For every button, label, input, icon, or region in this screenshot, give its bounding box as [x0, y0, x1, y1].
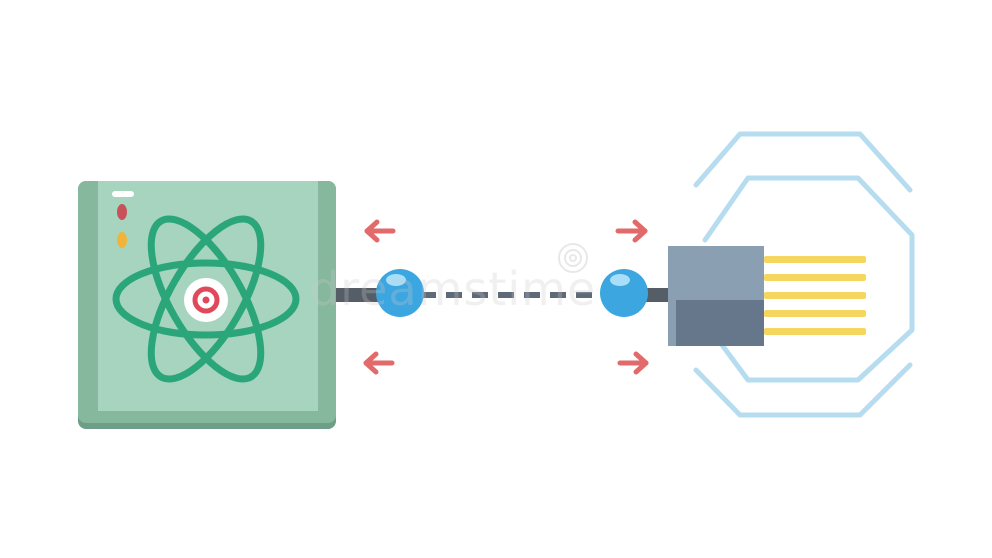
plug-connector-icon	[668, 246, 866, 346]
watermark-logo-icon	[558, 243, 588, 273]
outer-octagon-top	[693, 131, 913, 193]
outer-octagon-bottom	[693, 362, 913, 418]
plug-pins	[764, 256, 866, 335]
led-white-indicator	[112, 191, 134, 197]
plug-body-bottom	[672, 300, 764, 346]
led-yellow-indicator	[117, 232, 127, 248]
right-cable	[640, 288, 674, 302]
left-connector-ball-icon	[376, 269, 424, 317]
eye-icon	[184, 278, 228, 322]
arrow-left-bottom-icon	[363, 351, 395, 375]
arrow-right-bottom-icon	[617, 351, 649, 375]
plug-body-top	[672, 246, 764, 300]
atom-icon	[112, 215, 300, 383]
inner-octagon	[702, 175, 915, 383]
left-cable	[336, 288, 386, 302]
arrow-left-top-icon	[364, 219, 396, 243]
octagon-frame-icon	[693, 131, 915, 418]
right-connector-ball-icon	[600, 269, 648, 317]
arrow-right-top-icon	[615, 219, 648, 243]
led-red-indicator	[117, 204, 127, 220]
